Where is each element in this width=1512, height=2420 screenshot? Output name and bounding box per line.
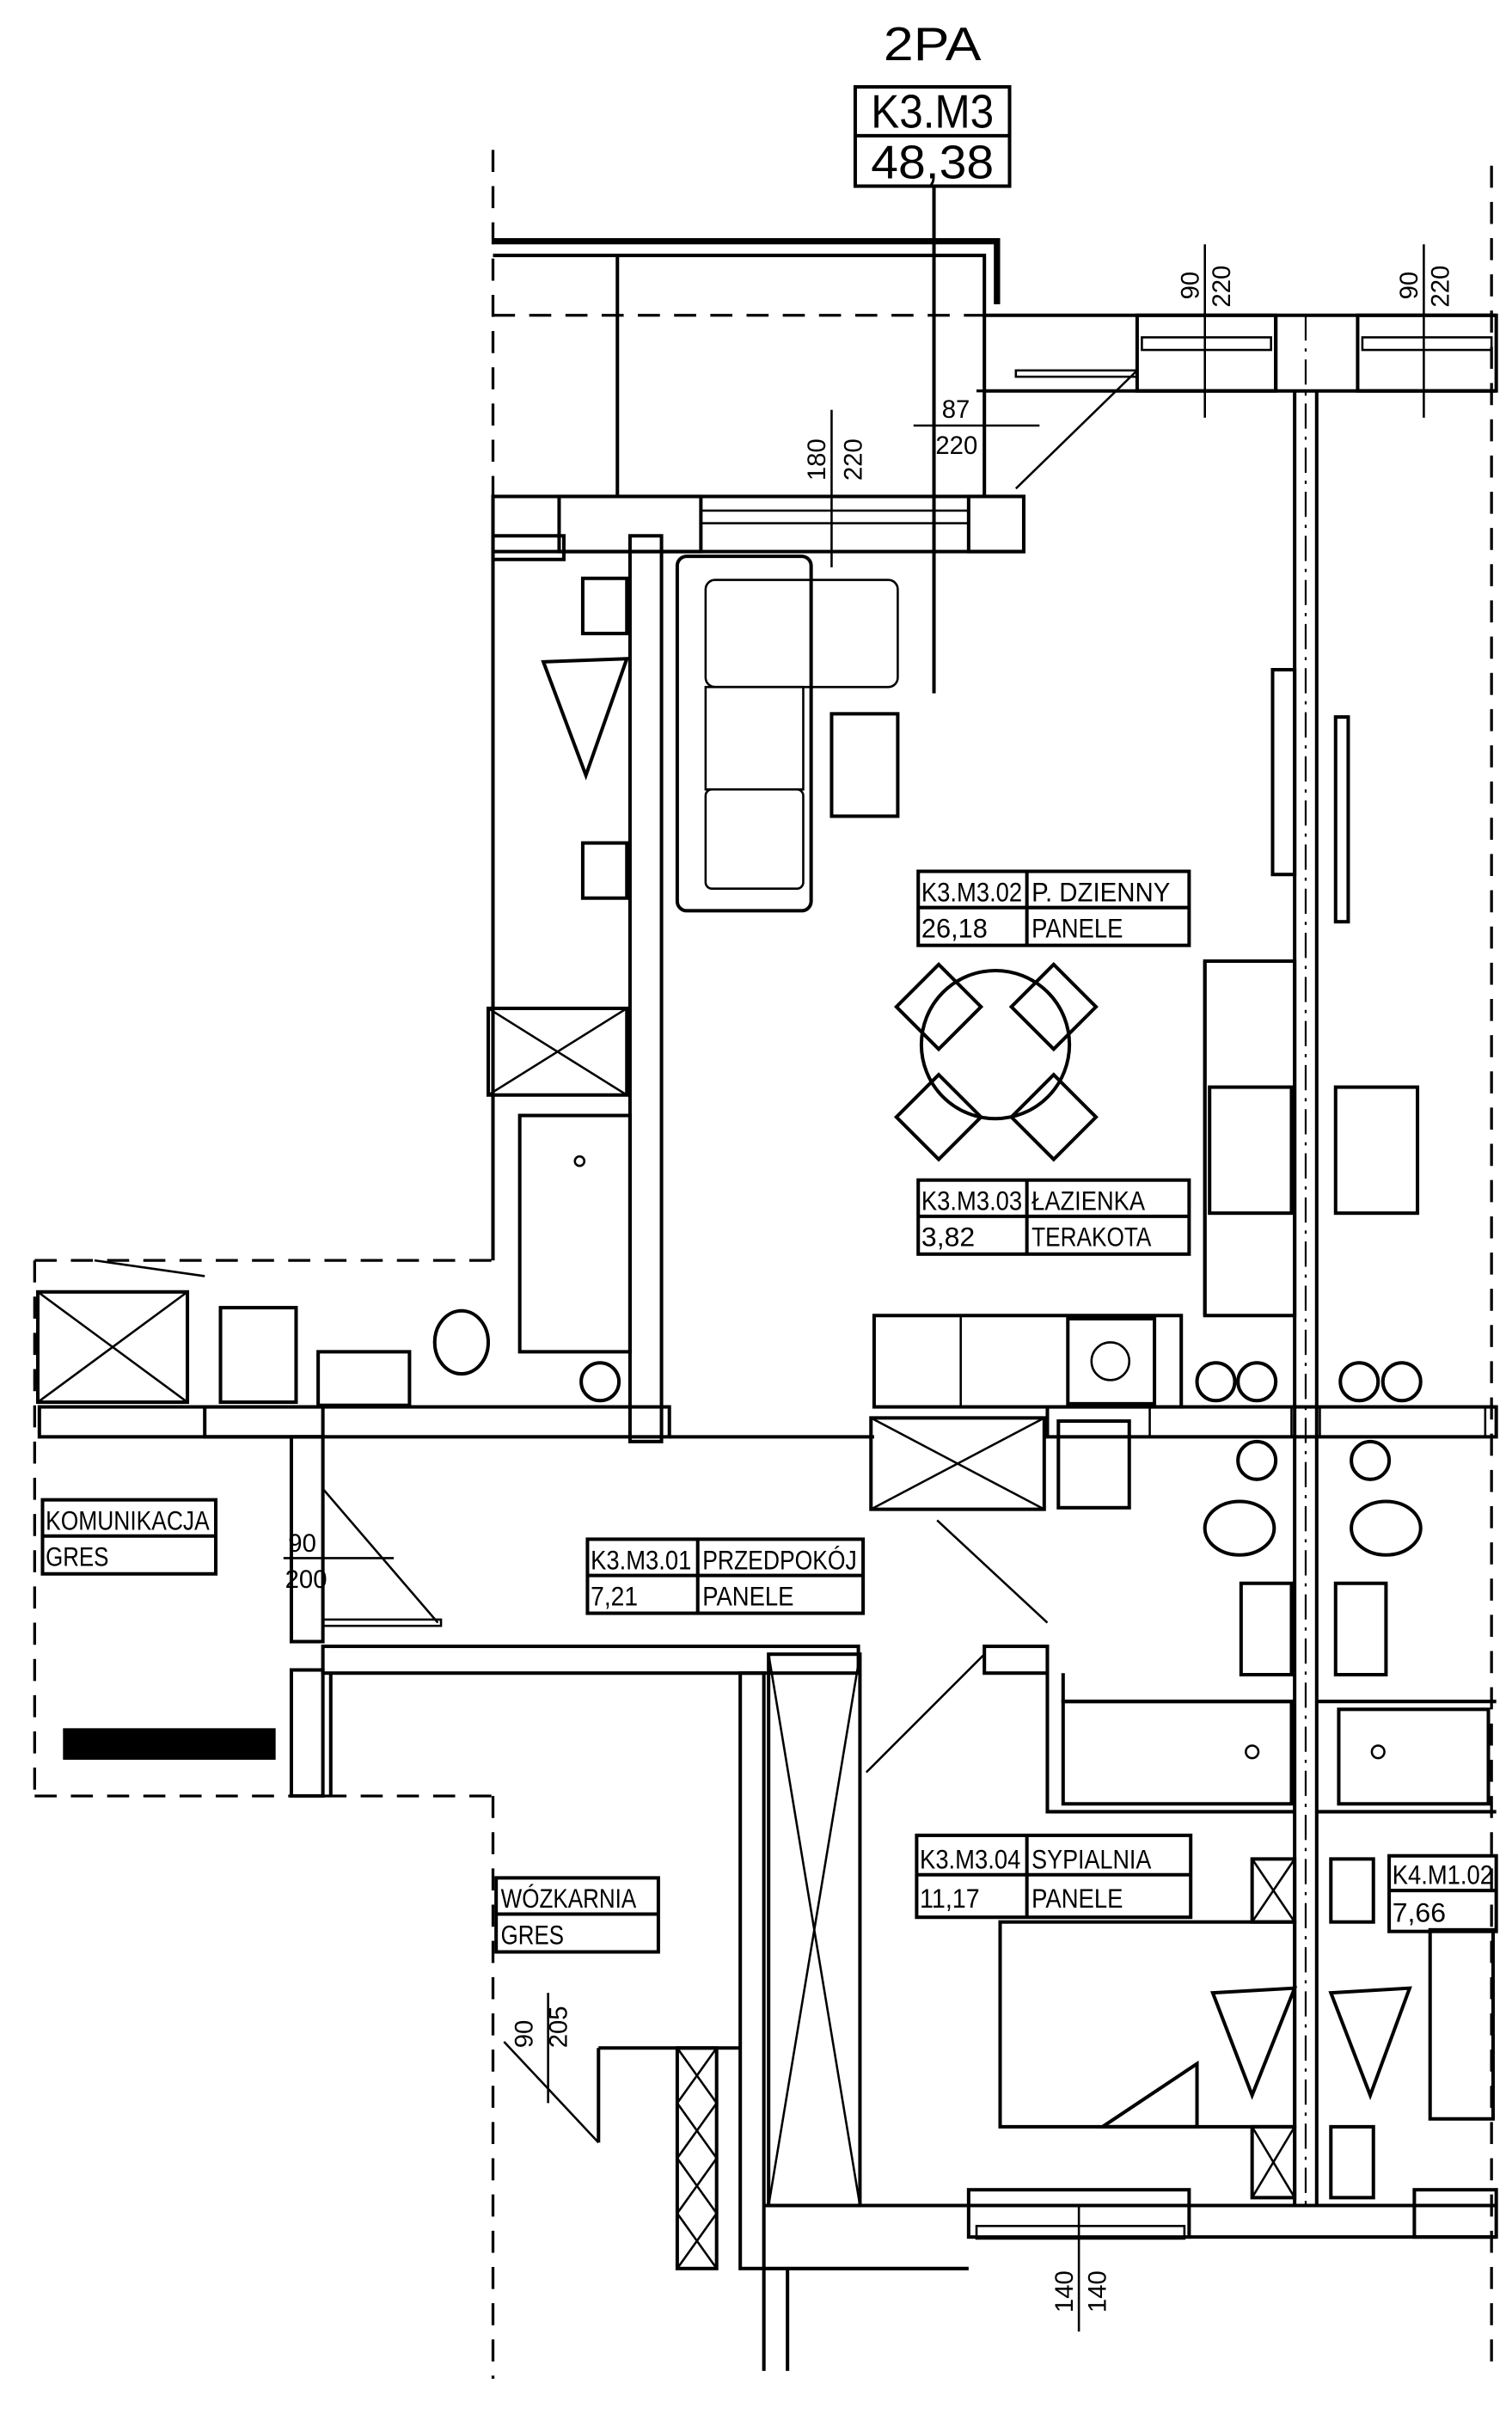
- stroller-door-width: 90: [510, 2020, 538, 2049]
- room-area: 7,66: [1393, 1898, 1446, 1928]
- area-name: WÓZKARNIA: [501, 1884, 637, 1914]
- label-stroller-room: WÓZKARNIA GRES: [494, 1876, 660, 1954]
- area-floor: GRES: [501, 1920, 564, 1950]
- unit-label-box: K3.M3 48,38: [853, 85, 1012, 694]
- dimension-labels: 87 220 180 220 90 220 90 220 90 200 90 2…: [283, 244, 1455, 2332]
- coffee-table: [829, 712, 900, 818]
- entry-door-width: 87: [942, 395, 970, 424]
- room-floor: PANELE: [1031, 1884, 1123, 1914]
- room-id: K3.M3.02: [921, 877, 1022, 907]
- bathroom-fixtures: [35, 576, 1491, 1806]
- window-2-width: 90: [1395, 272, 1423, 300]
- entry-door-height: 220: [935, 432, 977, 460]
- room-label-living: K3.M3.02 P. DZIENNY 26,18 PANELE: [916, 869, 1191, 947]
- balcony: [493, 237, 1001, 497]
- doors: [63, 369, 1139, 2144]
- room-label-neighbor: K4.M1.02 7,66: [1387, 1853, 1498, 1933]
- room-area: 3,82: [921, 1222, 975, 1253]
- balcony-door-width: 180: [803, 438, 831, 481]
- area-floor: GRES: [46, 1542, 108, 1572]
- room-label-bathroom: K3.M3.03 ŁAZIENKA 3,82 TERAKOTA: [916, 1178, 1191, 1256]
- room-id: K3.M3.03: [921, 1186, 1022, 1216]
- balcony-door-height: 220: [839, 438, 867, 481]
- room-area: 26,18: [921, 914, 988, 944]
- area-name: KOMUNIKACJA: [46, 1505, 210, 1535]
- stroller-door-height: 205: [545, 2006, 573, 2048]
- room-floor: PANELE: [702, 1581, 793, 1611]
- label-communication: KOMUNIKACJA GRES: [40, 1498, 218, 1576]
- unit-area: 48,38: [871, 135, 994, 188]
- kitchen: [869, 668, 1420, 1511]
- window-1-width: 90: [1176, 272, 1204, 300]
- room-floor: PANELE: [1031, 914, 1123, 944]
- room-name: SYPIALNIA: [1031, 1844, 1151, 1874]
- walls: [37, 313, 1498, 2371]
- corridor-door-width: 90: [288, 1529, 316, 1558]
- living-room-furniture: [675, 554, 1099, 1162]
- window-2-height: 220: [1427, 266, 1455, 308]
- room-id: K3.M3.04: [920, 1844, 1020, 1874]
- window-1-height: 220: [1208, 266, 1236, 308]
- sofa: [675, 554, 813, 913]
- room-area: 11,17: [920, 1884, 980, 1914]
- building-code: 2PA: [884, 17, 982, 70]
- unit-id: K3.M3: [871, 85, 994, 138]
- room-label-hallway: K3.M3.01 PRZEDPOKÓJ 7,21 PANELE: [585, 1537, 866, 1615]
- bottom-window-2: 140: [1083, 2270, 1111, 2313]
- dining-table: [919, 968, 1072, 1121]
- room-area: 7,21: [591, 1581, 638, 1611]
- room-id: K3.M3.01: [591, 1545, 691, 1575]
- room-name: P. DZIENNY: [1031, 877, 1170, 907]
- room-id: K4.M1.02: [1393, 1860, 1493, 1890]
- room-name: ŁAZIENKA: [1031, 1186, 1145, 1216]
- corridor-door-height: 200: [285, 1565, 327, 1594]
- bottom-window-1: 140: [1050, 2270, 1079, 2313]
- room-name: PRZEDPOKÓJ: [702, 1545, 857, 1575]
- room-floor: TERAKOTA: [1031, 1222, 1151, 1253]
- room-label-bedroom: K3.M3.04 SYPIALNIA 11,17 PANELE: [915, 1833, 1193, 1920]
